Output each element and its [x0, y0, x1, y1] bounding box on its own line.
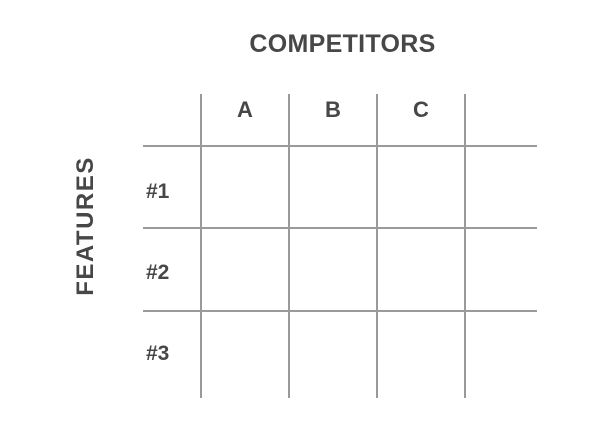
matrix-cell: [466, 229, 536, 310]
row-label-2: #2: [146, 261, 170, 284]
row-label-3: #3: [146, 342, 170, 365]
column-label-c: C: [413, 97, 429, 122]
grid-hline-3: [143, 310, 537, 312]
matrix-cell: [202, 229, 288, 310]
grid-vline-4: [464, 94, 466, 398]
column-label-b: B: [325, 97, 341, 122]
matrix-cell: [202, 312, 288, 398]
row-label-1: #1: [146, 180, 170, 203]
matrix-cell: [466, 312, 536, 398]
matrix-side-title: FEATURES: [72, 156, 99, 296]
matrix-cell: [290, 147, 376, 227]
grid-vline-2: [288, 94, 290, 398]
matrix-cell: [290, 229, 376, 310]
matrix-cell: [378, 229, 464, 310]
grid-hline-1: [143, 145, 537, 147]
column-label-a: A: [237, 97, 253, 122]
grid-hline-2: [143, 227, 537, 229]
matrix-cell: [202, 147, 288, 227]
matrix-cell: [378, 147, 464, 227]
grid-vline-3: [376, 94, 378, 398]
grid-vline-1: [200, 94, 202, 398]
matrix-cell: [466, 147, 536, 227]
matrix-cell: [290, 312, 376, 398]
matrix-title: COMPETITORS: [249, 30, 436, 58]
matrix-cell: [378, 312, 464, 398]
